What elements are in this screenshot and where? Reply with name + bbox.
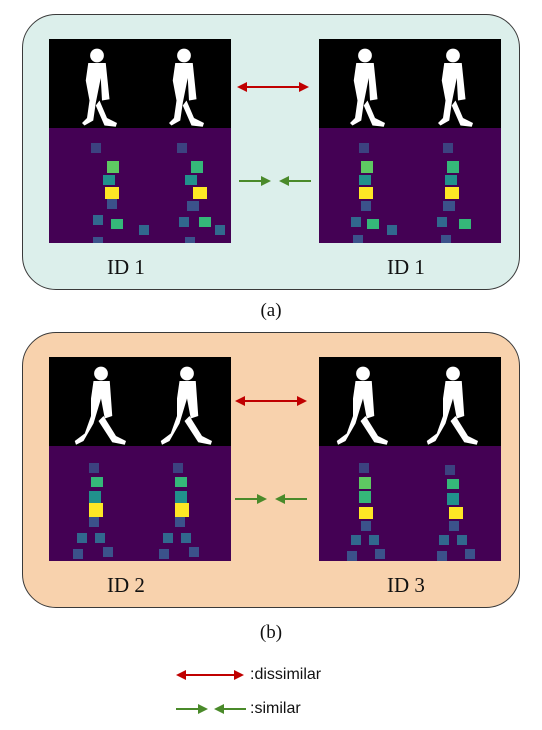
similar-arrow-icon <box>235 494 307 504</box>
right-image-pair <box>319 357 501 561</box>
heatmap-strip <box>319 446 501 561</box>
dissimilar-arrow-icon <box>176 670 244 680</box>
left-image-pair <box>49 357 231 561</box>
walking-silhouette <box>82 48 117 127</box>
panel-b: ID 2 ID 3 <box>22 332 520 608</box>
identity-label: ID 1 <box>387 255 425 279</box>
identity-label: ID 2 <box>107 573 145 597</box>
keypoint-heatmap <box>437 143 471 243</box>
similar-arrow-icon <box>239 176 311 186</box>
legend-label: :dissimilar <box>250 666 322 683</box>
walking-silhouette <box>350 48 385 127</box>
walking-silhouette <box>169 48 204 127</box>
identity-label: ID 1 <box>107 255 145 279</box>
caption-a: (a) <box>260 300 282 321</box>
walking-silhouette <box>74 366 126 445</box>
walking-silhouette <box>426 366 478 445</box>
keypoint-heatmap <box>437 465 475 561</box>
caption-b: (b) <box>259 622 283 643</box>
left-image-pair <box>49 39 231 243</box>
similar-arrow-icon <box>176 704 246 714</box>
walking-silhouette <box>336 366 388 445</box>
dissimilar-arrow-icon <box>237 82 309 92</box>
right-image-pair <box>319 39 501 243</box>
keypoint-heatmap <box>351 143 397 243</box>
keypoint-heatmap <box>73 463 113 559</box>
silhouette-strip <box>49 357 231 446</box>
legend-similar: :similar <box>174 698 374 724</box>
panel-a: ID 1 ID 1 <box>22 14 520 290</box>
silhouette-strip <box>49 39 231 128</box>
legend-label: :similar <box>250 700 301 717</box>
identity-label: ID 3 <box>387 573 425 597</box>
legend-dissimilar: :dissimilar <box>174 664 374 690</box>
keypoint-heatmap <box>177 143 225 243</box>
silhouette-strip <box>319 39 501 128</box>
walking-silhouette <box>160 366 212 445</box>
dissimilar-arrow-icon <box>235 396 307 406</box>
keypoint-heatmap <box>347 463 385 561</box>
keypoint-heatmap <box>91 143 149 243</box>
walking-silhouette <box>438 48 473 127</box>
keypoint-heatmap <box>159 463 199 559</box>
